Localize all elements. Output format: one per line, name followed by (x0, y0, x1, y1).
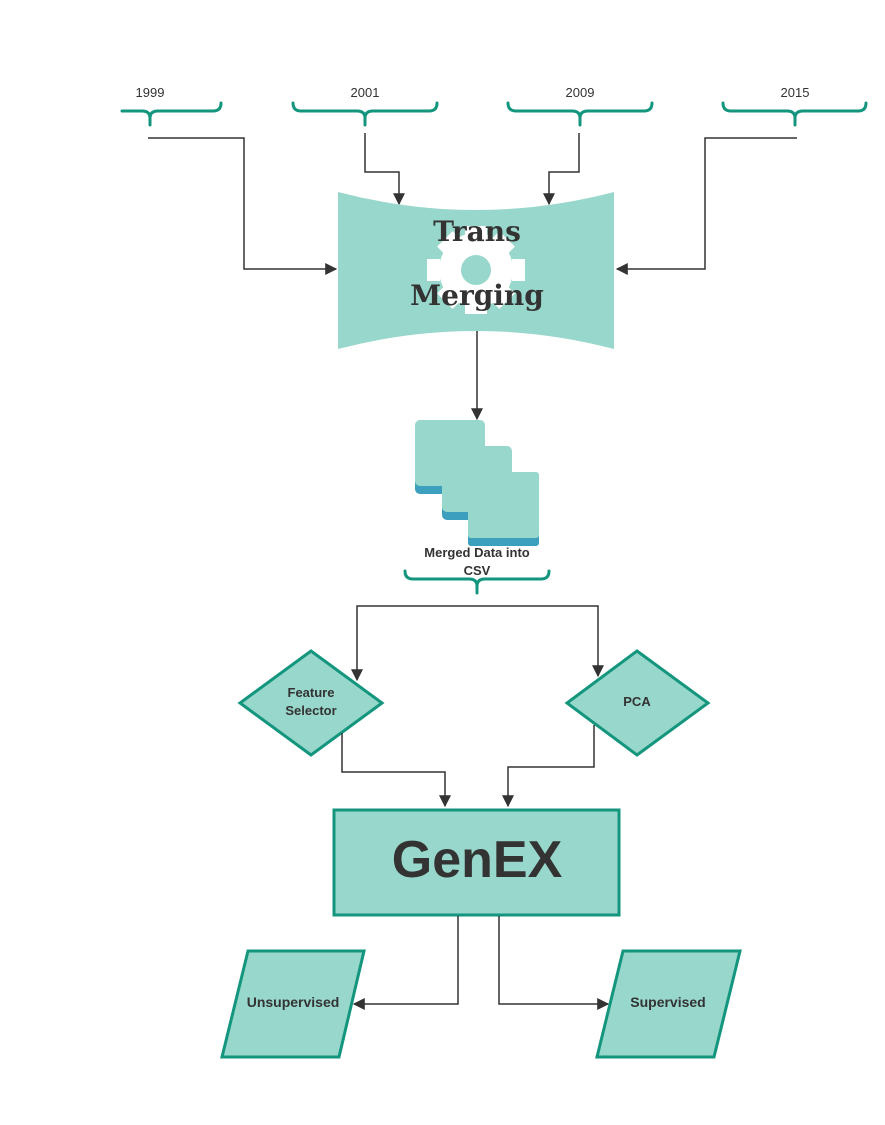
feature-selector-label-line2: Selector (285, 703, 336, 718)
connector-genex-to-unsupervised (352, 916, 459, 1010)
unsupervised-label: Unsupervised (247, 994, 340, 1010)
genex-label: GenEX (392, 831, 563, 889)
feature-selector-node (237, 649, 385, 757)
supervised-node (595, 949, 742, 1059)
connector-csv-to-pca (477, 605, 604, 678)
genex-node (332, 808, 621, 917)
trans-label: Trans (433, 215, 521, 248)
gear-icon (427, 226, 525, 314)
feature-selector-label-line1: Feature (288, 685, 335, 700)
year-label-2001: 2001 (351, 85, 380, 100)
brace-csv (403, 569, 551, 595)
year-label-2009: 2009 (566, 85, 595, 100)
pca-node (564, 649, 711, 757)
year-label-2015: 2015 (781, 85, 810, 100)
brace-2001 (291, 101, 439, 127)
year-label-1999: 1999 (136, 85, 165, 100)
csv-stack-icon (415, 420, 539, 546)
brace-1999 (120, 101, 223, 127)
unsupervised-node (220, 949, 366, 1059)
connector-genex-to-supervised (498, 916, 610, 1010)
connector-2009-to-merge (543, 133, 580, 206)
brace-2009 (506, 101, 654, 127)
pca-label: PCA (623, 694, 651, 709)
csv-label-line1: Merged Data into (424, 545, 530, 560)
connector-csv-to-feature (351, 605, 477, 682)
connector-1999-to-merge (148, 137, 338, 275)
connector-pca-to-genex (502, 725, 595, 808)
brace-2015 (721, 101, 868, 127)
supervised-label: Supervised (630, 994, 705, 1010)
connector-2015-to-merge (615, 137, 797, 275)
csv-label-line2: CSV (464, 563, 491, 578)
connector-feature-to-genex (341, 733, 451, 808)
connector-2001-to-merge (364, 133, 405, 206)
merging-label: Merging (410, 279, 544, 312)
